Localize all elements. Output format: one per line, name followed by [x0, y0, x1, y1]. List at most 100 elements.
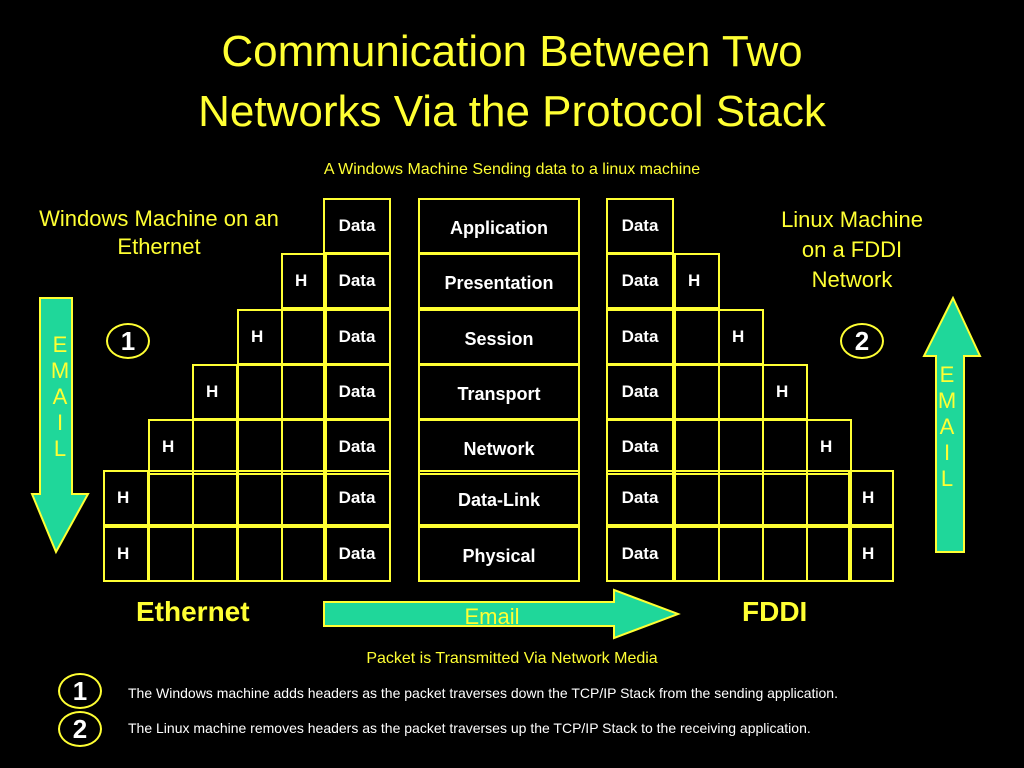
header-label: H: [820, 437, 833, 456]
header-cell: [281, 309, 327, 365]
header-cell: [762, 470, 808, 526]
header-label: H: [862, 488, 875, 507]
header-cell: [674, 419, 720, 475]
data-cell-label: Data: [338, 544, 376, 563]
data-cell-label: Data: [338, 216, 376, 235]
data-cell-label: Data: [338, 271, 376, 290]
data-cell-label: Data: [621, 271, 659, 290]
down-arrow-icon: [30, 297, 90, 555]
header-cell: [806, 526, 852, 582]
header-label: H: [862, 544, 875, 563]
header-label: H: [251, 327, 264, 346]
email-letter: M: [937, 388, 957, 413]
layer-2: Session: [418, 309, 580, 365]
header-cell: [148, 470, 194, 526]
layer-5: Data-Link: [418, 470, 580, 526]
linux-label-line2: on a FDDI: [801, 237, 903, 262]
header-cell: [281, 419, 327, 475]
layer-0: Application: [418, 198, 580, 254]
data-cell-label: Data: [338, 327, 376, 346]
header-cell: [192, 419, 238, 475]
header-cell: [674, 470, 720, 526]
data-cell: [323, 253, 391, 309]
email-letter: E: [939, 362, 955, 387]
data-cell: [323, 419, 391, 475]
data-cell-label: Data: [621, 327, 659, 346]
data-cell-label: Data: [338, 488, 376, 507]
email-vertical-right: E M A I L: [933, 362, 961, 492]
windows-label-line1: Windows Machine on an: [39, 206, 279, 231]
up-arrow-icon: [922, 296, 982, 553]
email-letter: M: [50, 358, 70, 383]
header-label: H: [117, 544, 130, 563]
header-cell: [192, 526, 238, 582]
header-cell: [192, 470, 238, 526]
header-label: H: [117, 488, 130, 507]
data-cell: [606, 419, 674, 475]
header-cell: [281, 253, 327, 309]
legend-text-1: The Windows machine adds headers as the …: [128, 685, 838, 701]
header-label: H: [688, 271, 701, 290]
header-cell: [281, 364, 327, 420]
data-cell-label: Data: [338, 382, 376, 401]
email-letter: L: [940, 466, 954, 491]
ethernet-label: Ethernet: [136, 596, 250, 627]
data-cell-label: Data: [621, 488, 659, 507]
linux-machine-label: Linux Machine on a FDDI Network: [752, 205, 952, 295]
data-cell: [323, 470, 391, 526]
windows-label-line2: Ethernet: [117, 234, 201, 259]
data-cell-label: Data: [621, 382, 659, 401]
badge-2: 2: [840, 323, 884, 359]
email-letter: A: [52, 384, 68, 409]
linux-label-line1: Linux Machine: [781, 207, 923, 232]
header-cell: [674, 253, 720, 309]
header-cell: [237, 470, 283, 526]
data-cell-label: Data: [621, 544, 659, 563]
header-cell: [848, 526, 894, 582]
email-arrow-label: Email: [464, 604, 520, 629]
email-letter: I: [56, 410, 64, 435]
header-cell: [237, 526, 283, 582]
header-cell: [674, 364, 720, 420]
legend-text-2: The Linux machine removes headers as the…: [128, 720, 811, 736]
data-cell-label: Data: [338, 437, 376, 456]
email-letter: A: [939, 414, 955, 439]
data-cell: [606, 526, 674, 582]
header-cell: [237, 364, 283, 420]
header-cell: [148, 526, 194, 582]
legend-badge-1: 1: [58, 673, 102, 709]
linux-label-line3: Network: [811, 267, 893, 292]
email-vertical-left: E M A I L: [46, 332, 74, 462]
email-horizontal-arrow-icon: [323, 588, 681, 640]
header-cell: [806, 419, 852, 475]
data-cell: [323, 526, 391, 582]
header-label: H: [295, 271, 308, 290]
header-cell: [281, 526, 327, 582]
header-cell: [718, 364, 764, 420]
header-cell: [762, 419, 808, 475]
header-cell: [674, 309, 720, 365]
header-label: H: [776, 382, 789, 401]
header-label: H: [162, 437, 175, 456]
layer-3: Transport: [418, 364, 580, 420]
header-cell: [718, 470, 764, 526]
header-cell: [237, 419, 283, 475]
transmit-caption: Packet is Transmitted Via Network Media: [366, 650, 658, 667]
data-cell-label: Data: [621, 216, 659, 235]
header-cell: [281, 470, 327, 526]
header-cell: [718, 526, 764, 582]
page-title-line1: Communication Between Two: [221, 27, 803, 76]
data-cell: [606, 470, 674, 526]
email-letter: L: [53, 436, 67, 461]
data-cell: [606, 253, 674, 309]
header-cell: [762, 526, 808, 582]
header-label: H: [206, 382, 219, 401]
badge-1: 1: [106, 323, 150, 359]
header-label: H: [732, 327, 745, 346]
page-title-line2: Networks Via the Protocol Stack: [198, 87, 826, 136]
windows-machine-label: Windows Machine on an Ethernet: [14, 205, 304, 261]
data-cell-label: Data: [621, 437, 659, 456]
layer-1: Presentation: [418, 253, 580, 309]
email-letter: E: [52, 332, 68, 357]
legend-badge-2: 2: [58, 711, 102, 747]
